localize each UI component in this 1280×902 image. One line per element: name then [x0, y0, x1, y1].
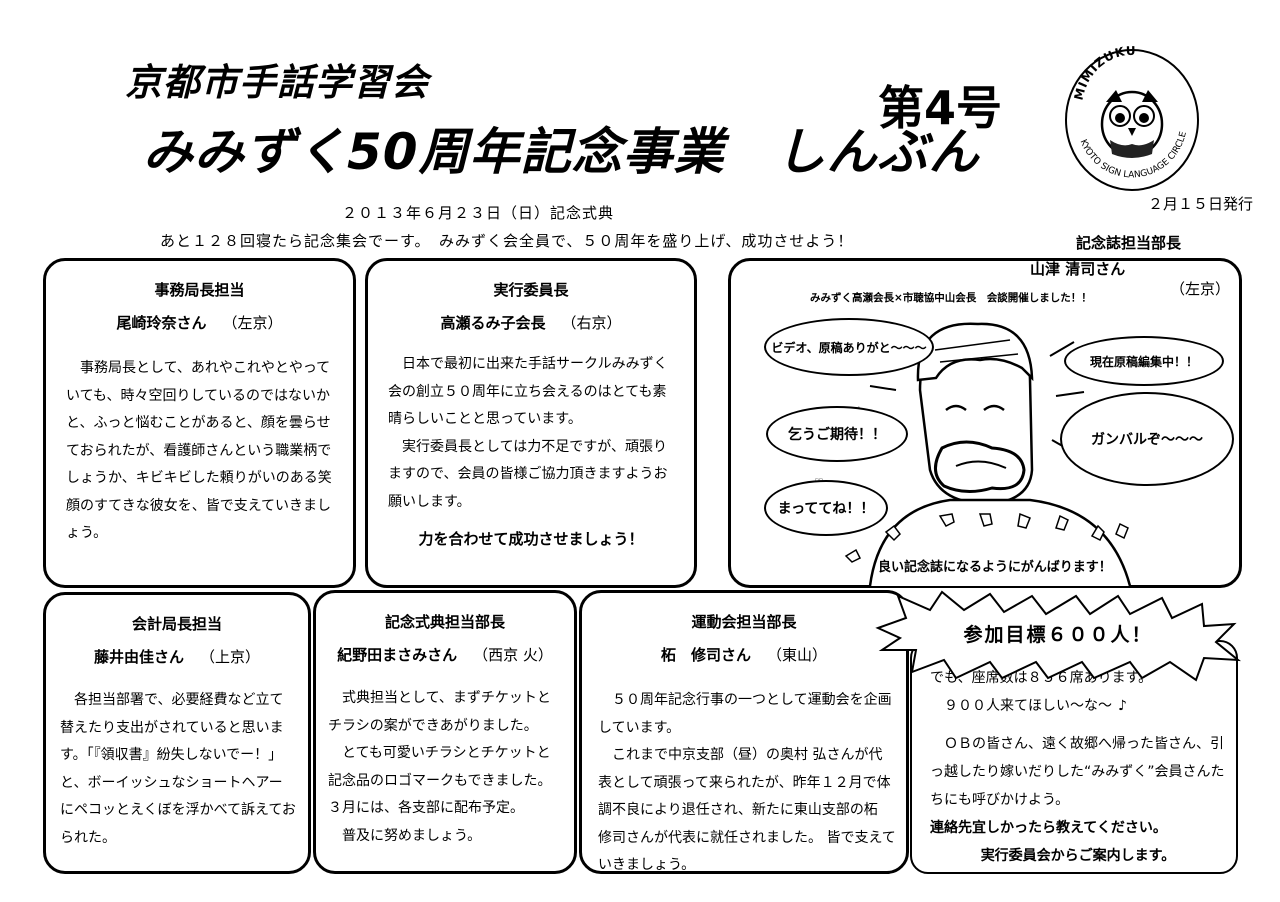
- issue-number: 第4号: [878, 81, 1003, 135]
- paragraph: 普及に努めましょう。: [342, 827, 482, 844]
- speech-bubble-ganbaru: ガンバルぞ～～～: [1060, 392, 1234, 486]
- countdown-message: あと１２８回寝たら記念集会でーす。 みみずく会全員で、５０周年を盛り上げ、成功さ…: [160, 232, 854, 250]
- bubble-text: ビデオ、原稿ありがと～～～: [771, 340, 927, 355]
- paragraph: 式典担当として、まずチケットとチラシの案ができあがりました。: [328, 690, 551, 734]
- secretary-box: 事務局長担当 尾崎玲奈さん （左京） 事務局長として、あれやこれやとやっていても、…: [43, 258, 356, 588]
- bubble-text: ガンバルぞ～～～: [1091, 432, 1203, 448]
- name-text: 藤井由佳さん: [93, 648, 184, 666]
- organization-title: 京都市手話学習会: [125, 61, 429, 104]
- goal-title: 参加目標６００人！: [963, 624, 1153, 646]
- article-body: 各担当部署で、必要経費など立て替えたり支出がされていると思います。「『領収書』紛…: [60, 687, 296, 852]
- name-text: 紀野田まさみさん: [337, 646, 458, 664]
- paragraph: これまで中京支部（昼）の奥村 弘さんが代表として頑張って来られたが、昨年１２月で…: [598, 747, 896, 873]
- role-title: 事務局長担当: [154, 281, 245, 299]
- bubble-text: 現在原稿編集中！！: [1089, 354, 1198, 369]
- exclamation-icon: ♪: [1118, 698, 1127, 714]
- bubble-text: 乞うご期待！！: [788, 427, 886, 443]
- person-name: 尾崎玲奈さん （左京）: [46, 312, 353, 333]
- article-body: ５０周年記念行事の一つとして運動会を企画しています。 これまで中京支部（昼）の奥…: [598, 687, 896, 880]
- contact-line: 連絡先宜しかったら教えてください。: [930, 820, 1167, 836]
- journal-footer: 良い記念誌になるようにがんばります！: [878, 560, 1112, 575]
- speech-bubble-thanks: ビデオ、原稿ありがと～～～: [764, 318, 934, 376]
- chair-box: 実行委員長 高瀬るみ子会長 （右京） 日本で最初に出来た手話サークルみみずく会の創…: [365, 258, 697, 588]
- paragraph: ５０周年記念行事の一つとして運動会を企画しています。: [598, 692, 892, 736]
- closing-line: 力を合わせて成功させましょう！: [418, 530, 644, 548]
- sports-box: 運動会担当部長 柘 修司さん （東山） ５０周年記念行事の一つとして運動会を企画し…: [579, 590, 909, 874]
- role-title: 会計局長担当: [131, 615, 222, 633]
- ward-text: （上京）: [200, 648, 261, 666]
- role-title: 運動会担当部長: [691, 613, 797, 631]
- hope-text: ９００人来てほしい～な～: [944, 698, 1112, 714]
- goal-burst: 参加目標６００人！: [872, 588, 1244, 684]
- person-name: 紀野田まさみさん （西京 火）: [316, 644, 574, 665]
- treasurer-box: 会計局長担当 藤井由佳さん （上京） 各担当部署で、必要経費など立て替えたり支出が…: [43, 592, 311, 874]
- hope-line: ９００人来てほしい～な～ ♪: [930, 692, 1226, 720]
- owl-logo: MIMIZUKU KYOTO SIGN LANGUAGE CIRCLE: [1062, 44, 1202, 192]
- bubble-text: まっててね！！: [777, 501, 875, 517]
- person-name: 柘 修司さん （東山）: [582, 644, 906, 665]
- publish-date: ２月１５日発行: [1148, 195, 1254, 213]
- paragraph: 事務局長として、あれやこれやとやっていても、時々空回りしているのではないかと、ふ…: [66, 360, 332, 541]
- article-body: 式典担当として、まずチケットとチラシの案ができあがりました。 とても可愛いチラシ…: [328, 685, 564, 850]
- speech-bubble-expect: 乞うご期待！！: [766, 406, 908, 462]
- article-body: でも、座席数は８５６席あります。 ９００人来てほしい～な～♪ ＯＢの皆さん、遠く…: [930, 664, 1226, 870]
- ward-text: （東山）: [767, 646, 828, 664]
- paragraph: 実行委員長としては力不足ですが、頑張りますので、会員の皆様ご協力頂きますようお願…: [388, 438, 668, 510]
- journal-role: 記念誌担当部長: [1072, 232, 1186, 253]
- name-text: 高瀬るみ子会長: [440, 314, 546, 332]
- journal-caption: みみずく高瀬会長×市聴協中山会長 会談開催しました！！: [810, 292, 1092, 304]
- article-body: 事務局長として、あれやこれやとやっていても、時々空回りしているのではないかと、ふ…: [66, 355, 337, 548]
- role-title: 実行委員長: [493, 281, 569, 299]
- ward-text: （右京）: [561, 314, 622, 332]
- person-name: 高瀬るみ子会長 （右京）: [368, 312, 694, 333]
- ceremony-box: 記念式典担当部長 紀野田まさみさん （西京 火） 式典担当として、まずチケットとチ…: [313, 590, 577, 874]
- name-text: 山津 清司さん: [1030, 260, 1126, 278]
- paragraph: 各担当部署で、必要経費など立て替えたり支出がされていると思います。「『領収書』紛…: [60, 692, 296, 846]
- ceremony-date: ２０１３年６月２３日（日）記念式典: [342, 204, 615, 222]
- journal-person: 山津 清司さん: [1030, 258, 1125, 279]
- role-title: 記念式典担当部長: [384, 613, 505, 631]
- name-text: 柘 修司さん: [660, 646, 751, 664]
- name-text: 尾崎玲奈さん: [116, 314, 207, 332]
- article-body: 日本で最初に出来た手話サークルみみずく会の創立５０周年に立ち会えるのはとても素晴…: [388, 351, 678, 516]
- paragraph: 日本で最初に出来た手話サークルみみずく会の創立５０周年に立ち会えるのはとても素晴…: [388, 356, 668, 427]
- speech-bubble-wait: まっててね！！: [764, 480, 888, 536]
- paragraph: とても可愛いチラシとチケットと記念品のロゴマークもできました。３月には、各支部に…: [328, 745, 552, 816]
- guide-line: 実行委員会からご案内します。: [980, 848, 1176, 864]
- newsletter-title: みみずく50周年記念事業 しんぶん: [143, 123, 980, 181]
- speech-bubble-editing: 現在原稿編集中！！: [1064, 336, 1224, 386]
- ward-text: （左京）: [222, 314, 283, 332]
- goal-box: でも、座席数は８５６席あります。 ９００人来てほしい～な～♪ ＯＢの皆さん、遠く…: [910, 640, 1238, 874]
- paragraph: ＯＢの皆さん、遠く故郷へ帰った皆さん、引っ越したり嫁いだりした“みみずく”会員さ…: [930, 736, 1225, 808]
- person-name: 藤井由佳さん （上京）: [46, 646, 308, 667]
- journal-ward: （左京）: [1170, 280, 1231, 298]
- ward-text: （西京 火）: [473, 646, 553, 664]
